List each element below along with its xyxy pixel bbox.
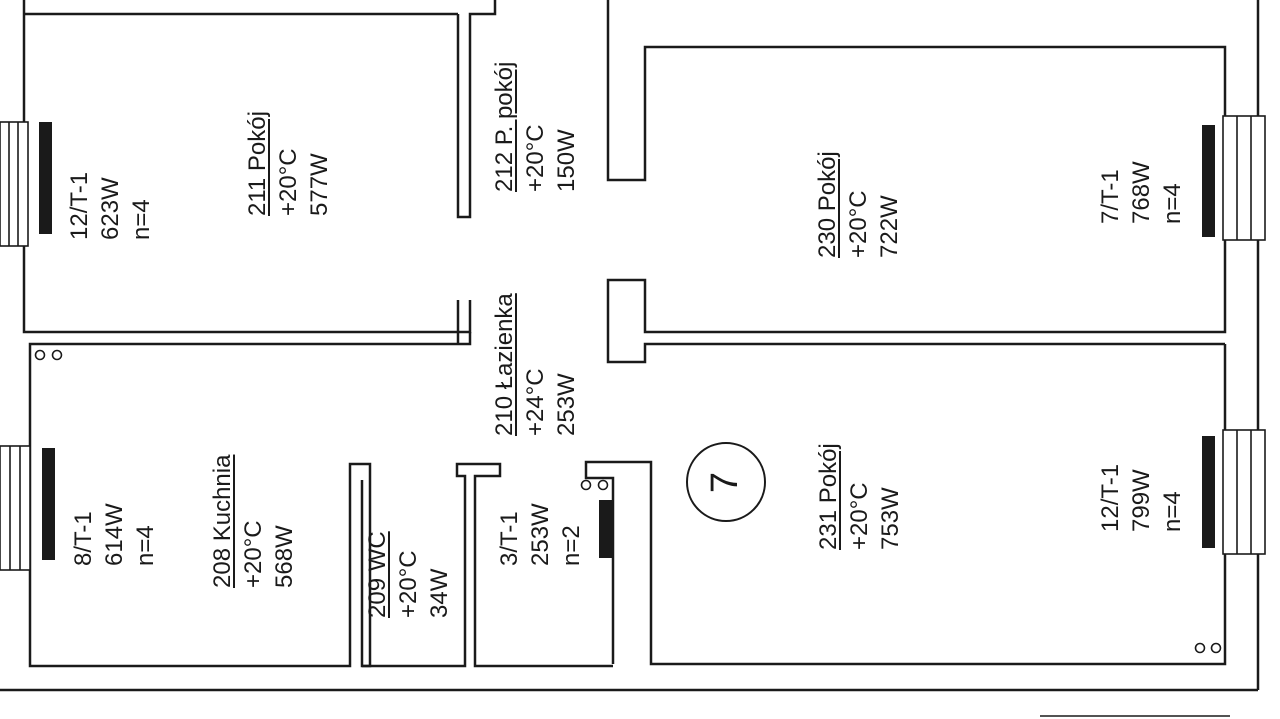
- room-209-power: 34W: [426, 568, 453, 618]
- room-208-name: 208 Kuchnia: [209, 454, 236, 588]
- room-210-power: 253W: [553, 373, 580, 436]
- radiator-231-power: 799W: [1128, 469, 1155, 532]
- radiator-208-power: 614W: [101, 503, 128, 566]
- room-212-name: 212 P. pokój: [491, 61, 518, 192]
- radiator-210-type: 3/T-1: [496, 511, 523, 566]
- window-230: [1222, 115, 1266, 241]
- room-231-temp: +20°C: [846, 482, 873, 550]
- riser-pipes-231: [1194, 642, 1222, 654]
- radiator-210-power: 253W: [527, 503, 554, 566]
- radiator-label-231: 12/T-1 799W n=4: [1095, 464, 1188, 532]
- radiator-label-208: 8/T-1 614W n=4: [68, 503, 161, 566]
- radiator-211-n: n=4: [128, 199, 155, 240]
- room-210-temp: +24°C: [522, 368, 549, 436]
- radiator-211-power: 623W: [97, 177, 124, 240]
- radiator-230-power: 768W: [1128, 161, 1155, 224]
- radiator-230-type: 7/T-1: [1097, 169, 1124, 224]
- room-231-power: 753W: [877, 487, 904, 550]
- room-212-power: 150W: [553, 129, 580, 192]
- room-label-230: 230 Pokój +20°C 722W: [812, 151, 905, 258]
- room-211-temp: +20°C: [275, 148, 302, 216]
- room-209-walls: [360, 462, 613, 668]
- room-208-temp: +20°C: [240, 520, 267, 588]
- room-230-power: 722W: [876, 195, 903, 258]
- room-label-210: 210 Łazienka +24°C 253W: [489, 293, 582, 436]
- room-208-walls: [28, 332, 472, 668]
- radiator-210: [599, 500, 612, 558]
- room-208-power: 568W: [271, 525, 298, 588]
- partition-211-212: [456, 0, 497, 219]
- room-label-231: 231 Pokój +20°C 753W: [813, 443, 906, 550]
- radiator-label-230: 7/T-1 768W n=4: [1095, 161, 1188, 224]
- room-label-212: 212 P. pokój +20°C 150W: [489, 62, 582, 192]
- radiator-231-n: n=4: [1159, 491, 1186, 532]
- room-230-temp: +20°C: [845, 190, 872, 258]
- apartment-number: 7: [704, 471, 747, 493]
- riser-pipes-208: [34, 349, 63, 361]
- room-209-name: 209 WC: [364, 531, 391, 618]
- room-label-208: 208 Kuchnia +20°C 568W: [207, 455, 300, 588]
- radiator-210-n: n=2: [558, 525, 585, 566]
- radiator-208: [42, 448, 55, 560]
- room-209-temp: +20°C: [395, 550, 422, 618]
- room-231-name: 231 Pokój: [815, 443, 842, 550]
- radiator-230: [1202, 125, 1215, 237]
- room-230-walls: [606, 0, 1227, 364]
- radiator-231: [1202, 436, 1215, 548]
- room-211-name: 211 Pokój: [244, 111, 271, 216]
- radiator-211: [39, 122, 52, 234]
- window-208: [0, 445, 31, 571]
- radiator-label-211: 12/T-1 623W n=4: [64, 172, 157, 240]
- window-231: [1222, 429, 1266, 555]
- radiator-231-type: 12/T-1: [1097, 463, 1124, 532]
- window-211: [0, 121, 29, 247]
- radiator-label-210: 3/T-1 253W n=2: [494, 503, 587, 566]
- radiator-208-type: 8/T-1: [70, 511, 97, 566]
- room-230-name: 230 Pokój: [814, 151, 841, 258]
- room-210-name: 210 Łazienka: [491, 293, 518, 436]
- radiator-211-type: 12/T-1: [66, 171, 93, 240]
- room-label-209: 209 WC +20°C 34W: [362, 531, 455, 618]
- room-211-power: 577W: [306, 153, 333, 216]
- room-212-temp: +20°C: [522, 124, 549, 192]
- radiator-230-n: n=4: [1159, 183, 1186, 224]
- room-label-211: 211 Pokój +20°C 577W: [242, 111, 335, 216]
- riser-pipes-210: [580, 479, 609, 491]
- radiator-208-n: n=4: [132, 525, 159, 566]
- room-231-walls: [584, 344, 1227, 666]
- apartment-number-badge: 7: [686, 442, 766, 522]
